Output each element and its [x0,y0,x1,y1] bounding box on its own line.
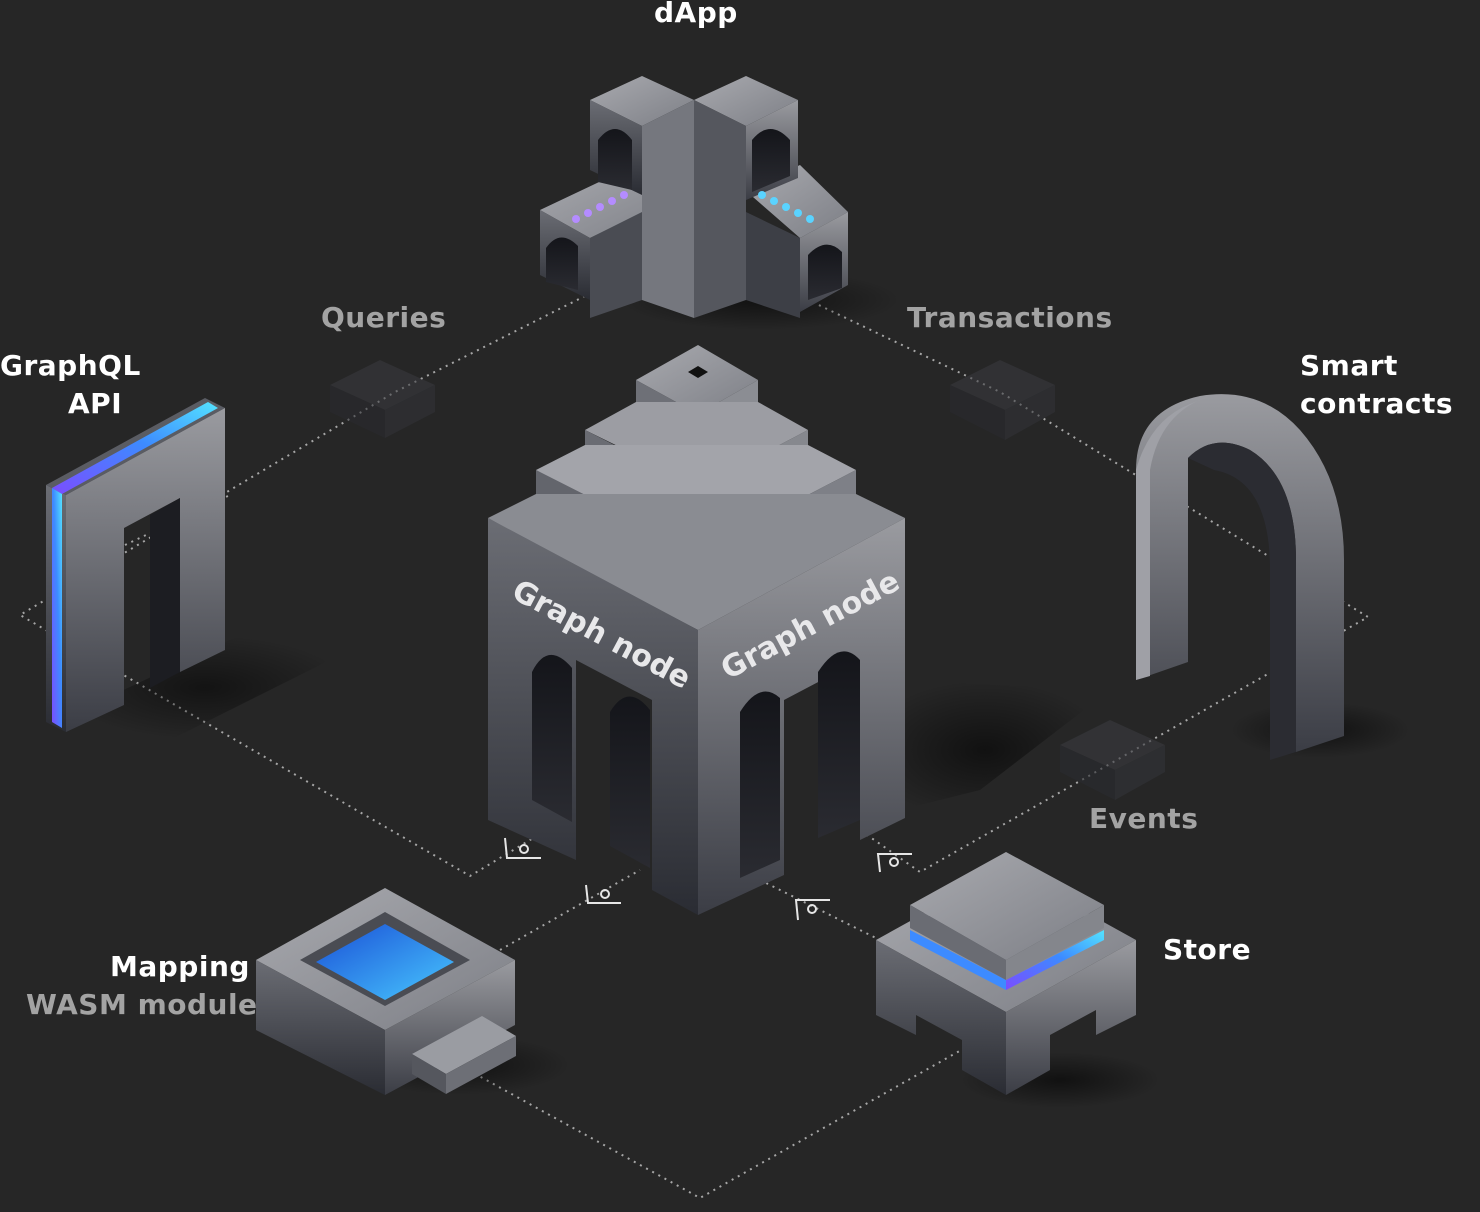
graph-node-building-icon [488,345,1110,915]
queries-label: Queries [321,301,447,334]
smart-contracts-label-line2: contracts [1300,387,1454,420]
events-label: Events [1089,802,1199,835]
mapping-label-line1: Mapping [110,950,250,983]
store-icon [876,852,1160,1108]
connector-lines [18,295,1370,1200]
graphql-api-label-line2: API [68,387,123,420]
mapping-wasm-module-icon [256,888,570,1095]
mapping-label-line2: WASM module [26,988,258,1021]
transactions-label: Transactions [907,301,1113,334]
graphql-api-arch-icon [46,398,350,740]
smart-contracts-arch-icon [1136,394,1410,760]
dapp-label: dApp [654,0,738,29]
dapp-building-icon [540,76,900,330]
transactions-cube-icon [950,360,1055,440]
events-cube-icon [1060,720,1165,800]
store-label: Store [1163,933,1252,966]
port-icons [504,837,912,921]
smart-contracts-label-line1: Smart [1300,349,1398,382]
graphql-api-label-line1: GraphQL [0,349,141,382]
queries-cube-icon [330,360,435,438]
